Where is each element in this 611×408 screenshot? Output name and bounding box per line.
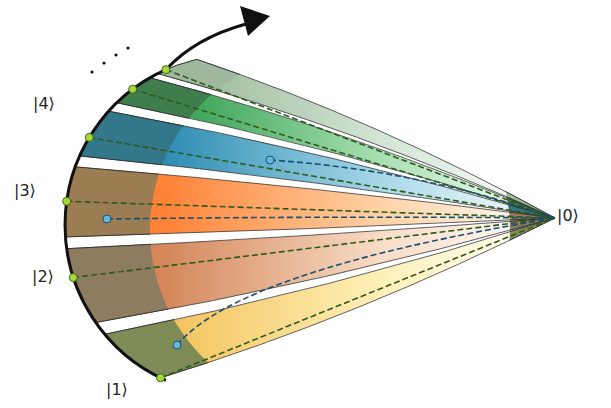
state-point bbox=[85, 133, 93, 141]
mixed-point bbox=[103, 215, 111, 223]
ellipsis-dot bbox=[90, 70, 93, 73]
ellipsis-dot bbox=[114, 53, 117, 56]
dashed-curve bbox=[177, 218, 555, 345]
state-point bbox=[129, 85, 137, 93]
state-point bbox=[157, 374, 165, 382]
dashed-link bbox=[133, 89, 555, 218]
state-label: |3⟩ bbox=[14, 181, 36, 200]
dashed-link bbox=[89, 137, 555, 218]
dashed-curve bbox=[270, 160, 555, 218]
ellipsis-dot bbox=[102, 61, 105, 64]
mixed-point bbox=[266, 156, 274, 164]
band-rim bbox=[158, 59, 555, 218]
state-point bbox=[69, 274, 77, 282]
dashed-link bbox=[73, 218, 555, 278]
dashed-link bbox=[67, 201, 555, 218]
state-label: |0⟩ bbox=[557, 206, 579, 225]
state-point bbox=[63, 197, 71, 205]
dashed-link bbox=[166, 70, 555, 218]
dashed-curve bbox=[107, 217, 555, 219]
state-label: |2⟩ bbox=[32, 267, 54, 286]
state-label: |4⟩ bbox=[33, 94, 55, 113]
state-point bbox=[162, 66, 170, 74]
evolution-arrow bbox=[65, 24, 246, 380]
dashed-link bbox=[161, 218, 556, 378]
mixed-point bbox=[173, 341, 181, 349]
band-rim bbox=[117, 78, 555, 218]
ellipsis-dot bbox=[126, 46, 129, 49]
arrow-head bbox=[240, 6, 270, 36]
state-label: |1⟩ bbox=[106, 380, 128, 399]
